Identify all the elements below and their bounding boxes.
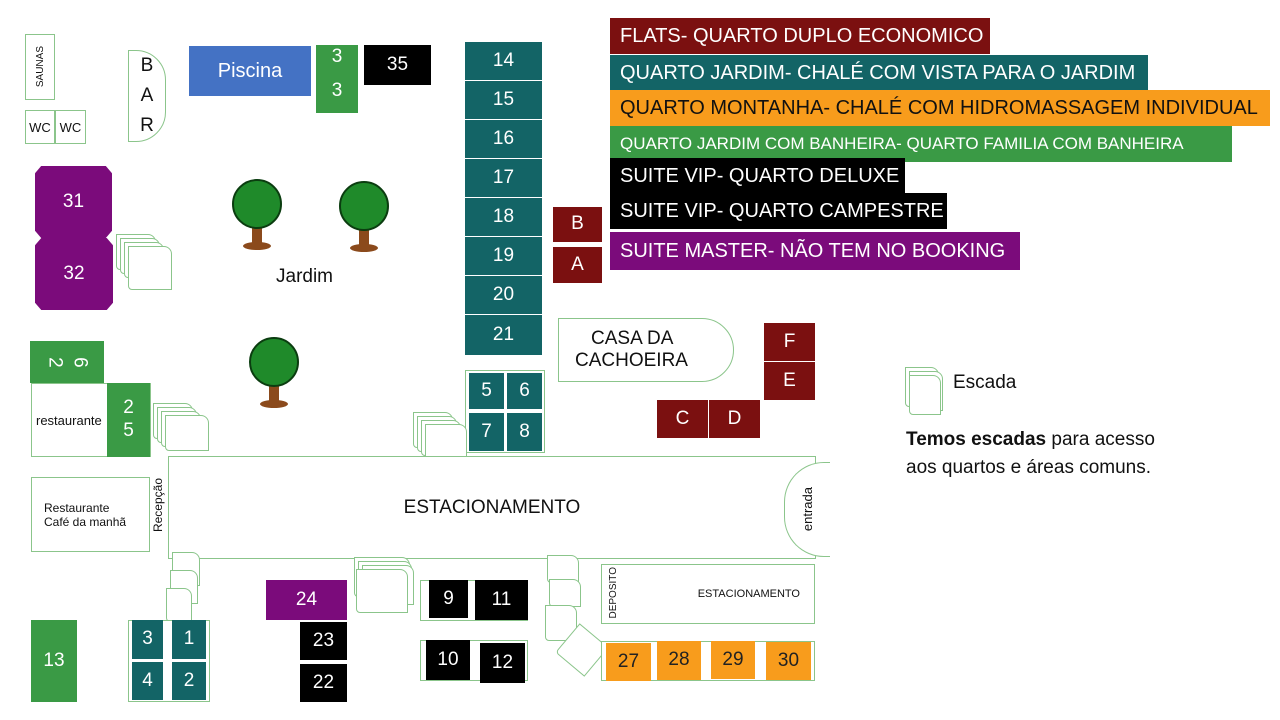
room-28: 28 xyxy=(657,641,701,680)
estacionamento-small: ESTACIONAMENTO xyxy=(601,564,815,624)
stairs-icon xyxy=(116,234,182,290)
stairs-note: Temos escadas para acesso aos quartos e á… xyxy=(906,426,1155,482)
tree-icon xyxy=(249,337,299,408)
room-24: 24 xyxy=(266,580,347,620)
restaurante-cafe-label: Café da manhã xyxy=(44,514,127,529)
stairs-icon xyxy=(153,403,209,451)
stairs-note-bold: Temos escadas xyxy=(906,429,1047,450)
casa-label-2: CACHOEIRA xyxy=(575,350,688,371)
room-1: 1 xyxy=(172,620,206,659)
legend-quarto-montanha: QUARTO MONTANHA- CHALÉ COM HIDROMASSAGEM… xyxy=(610,90,1270,126)
piscina: Piscina xyxy=(189,46,311,96)
legend-quarto-banheira: QUARTO JARDIM COM BANHEIRA- QUARTO FAMIL… xyxy=(610,126,1232,162)
legend-quarto-jardim: QUARTO JARDIM- CHALÉ COM VISTA PARA O JA… xyxy=(610,55,1148,91)
stairs-icon xyxy=(166,552,200,622)
entrada: entrada xyxy=(784,462,830,557)
room-21: 21 xyxy=(465,315,542,355)
room-20: 20 xyxy=(465,276,542,314)
room-8: 8 xyxy=(507,413,542,451)
escada-label: Escada xyxy=(953,372,1017,393)
room-26-digit: 2 xyxy=(45,356,67,368)
room-6: 6 xyxy=(507,373,542,409)
room-32: 32 xyxy=(35,238,113,310)
room-F: F xyxy=(764,323,815,361)
room-14: 14 xyxy=(465,42,542,80)
room-33-top: 3 xyxy=(316,45,358,69)
room-17: 17 xyxy=(465,159,542,197)
casa-label-1: CASA DA xyxy=(591,328,674,349)
tree-icon xyxy=(339,181,389,252)
room-5: 5 xyxy=(469,373,504,409)
room-12: 12 xyxy=(480,643,525,683)
room-25-digit: 2 xyxy=(123,397,134,419)
wc-1: WC xyxy=(25,110,55,144)
stairs-note-text: para acesso xyxy=(1046,429,1155,450)
room-27: 27 xyxy=(606,643,651,681)
room-18: 18 xyxy=(465,198,542,236)
tree-icon xyxy=(232,179,282,250)
room-13: 13 xyxy=(31,620,77,702)
room-7: 7 xyxy=(469,413,504,451)
room-10: 10 xyxy=(426,640,470,680)
room-25-digit: 5 xyxy=(123,420,134,441)
legend-suite-vip-deluxe: SUITE VIP- QUARTO DELUXE xyxy=(610,158,905,194)
room-D: D xyxy=(709,400,760,438)
room-29: 29 xyxy=(711,641,755,679)
estacionamento: ESTACIONAMENTO xyxy=(168,456,816,559)
saunas: SAUNAS xyxy=(25,34,55,100)
room-26-digit: 6 xyxy=(69,356,91,368)
room-4: 4 xyxy=(132,662,163,700)
room-A: A xyxy=(553,247,602,283)
stairs-icon xyxy=(413,412,467,468)
room-C: C xyxy=(657,400,708,438)
room-11: 11 xyxy=(475,580,528,620)
wc-2: WC xyxy=(55,110,86,144)
stairs-icon xyxy=(545,555,609,677)
entrada-label: entrada xyxy=(800,487,815,532)
room-31: 31 xyxy=(35,166,112,238)
room-B: B xyxy=(553,207,602,242)
recepcao-label: Recepção xyxy=(151,478,165,533)
bar: B A R xyxy=(128,50,166,142)
stairs-icon xyxy=(354,557,414,619)
room-23: 23 xyxy=(300,622,347,660)
room-19: 19 xyxy=(465,237,542,275)
legend-suite-master: SUITE MASTER- NÃO TEM NO BOOKING xyxy=(610,232,1020,270)
restaurante-cafe-label: Restaurante xyxy=(44,500,110,515)
legend-flats: FLATS- QUARTO DUPLO ECONOMICO xyxy=(610,18,990,54)
room-E: E xyxy=(764,362,815,400)
room-16: 16 xyxy=(465,120,542,158)
saunas-label: SAUNAS xyxy=(34,46,46,88)
room-2: 2 xyxy=(172,662,206,700)
deposito-label: DEPOSITO xyxy=(608,567,619,619)
stairs-icon xyxy=(905,367,945,415)
room-15: 15 xyxy=(465,81,542,119)
legend-suite-vip-campestre: SUITE VIP- QUARTO CAMPESTRE xyxy=(610,193,947,229)
room-33-bottom: 3 xyxy=(316,69,358,113)
jardim-label: Jardim xyxy=(276,266,334,287)
room-9: 9 xyxy=(429,580,468,618)
room-30: 30 xyxy=(766,642,811,680)
room-35: 35 xyxy=(364,45,431,85)
room-22: 22 xyxy=(300,664,347,702)
room-3: 3 xyxy=(132,620,163,659)
stairs-note-line2: aos quartos e áreas comuns. xyxy=(906,457,1152,478)
